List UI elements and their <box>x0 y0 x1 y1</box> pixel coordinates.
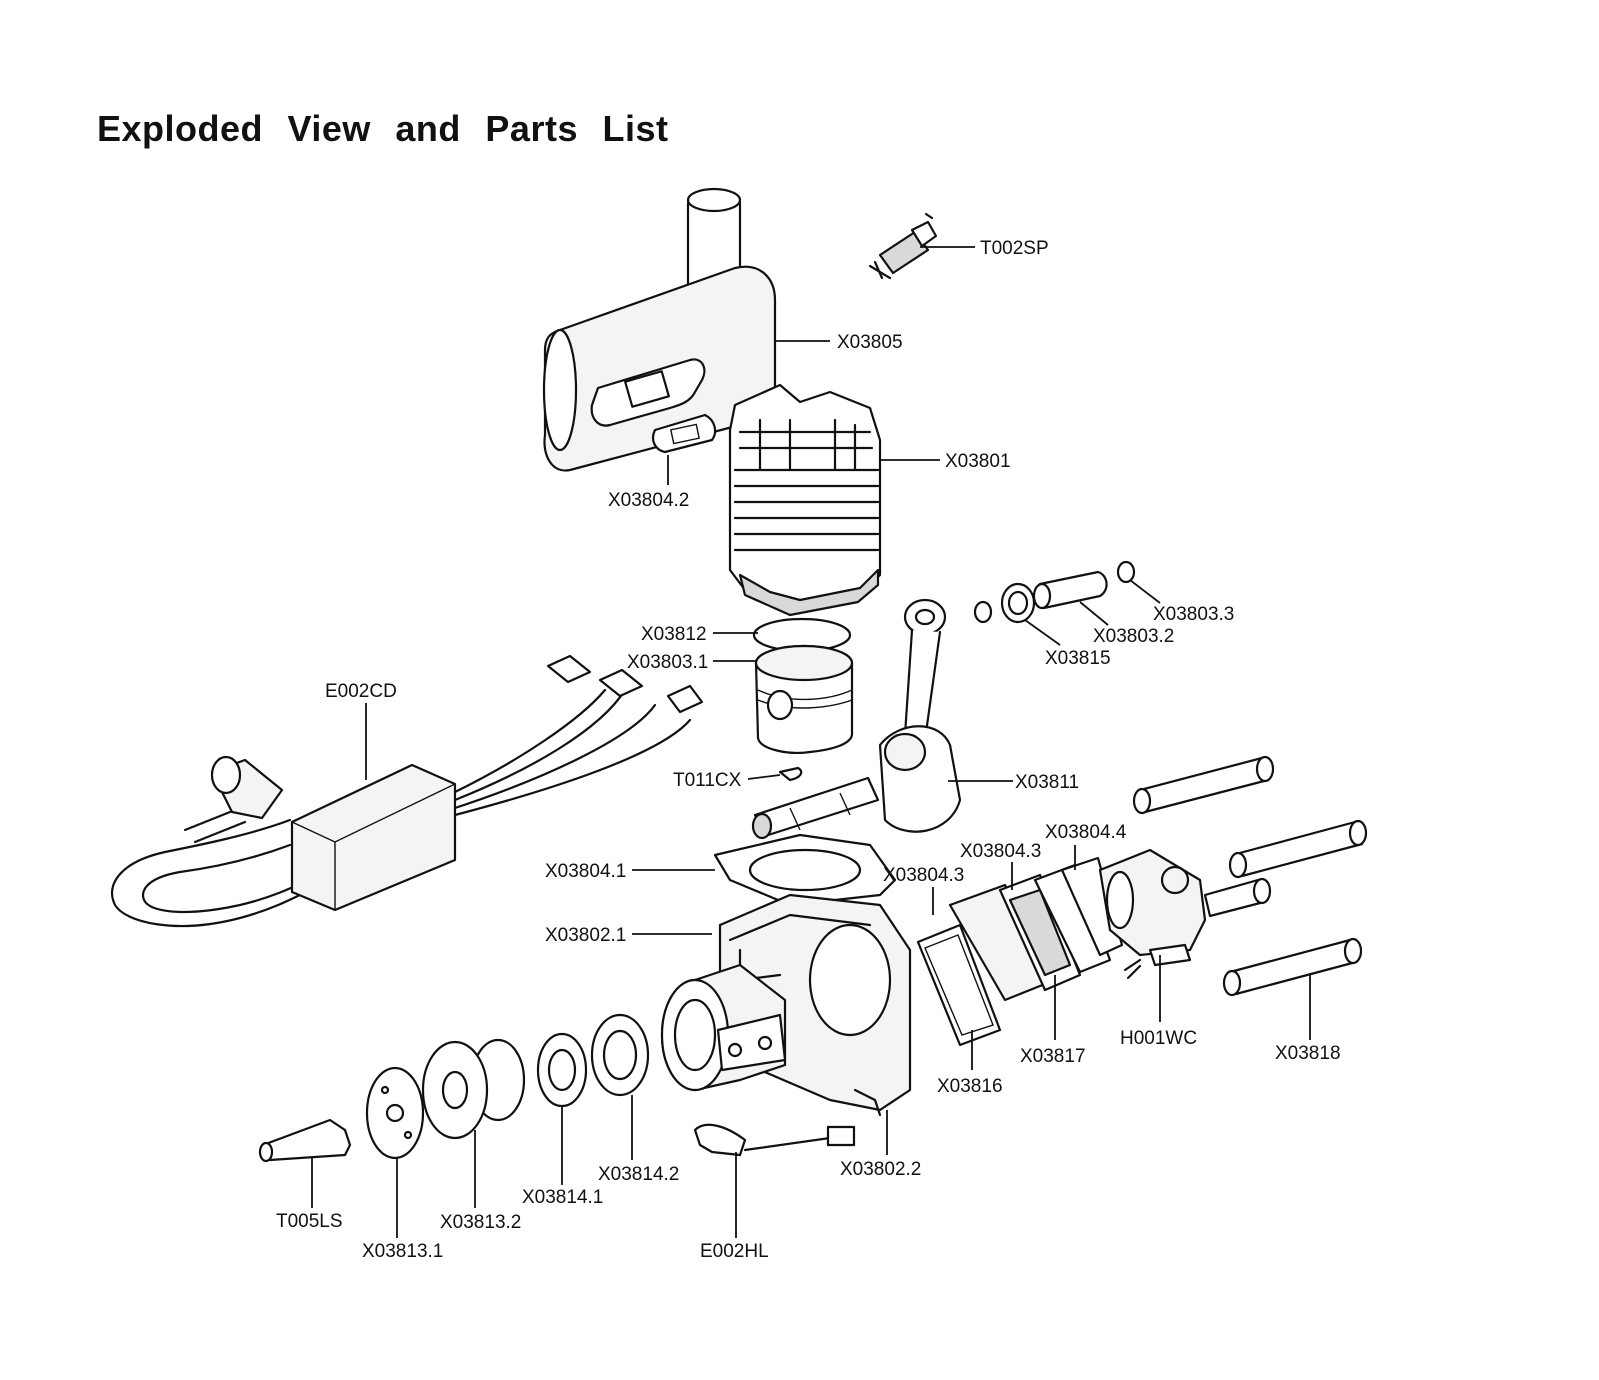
label-ignition-module: E002CD <box>325 681 397 702</box>
label-prop-hub: X03813.2 <box>440 1212 521 1233</box>
intake-drawing <box>916 856 1124 1047</box>
label-hall-sensor: E002HL <box>700 1241 769 1262</box>
part-labels: T002SP X03805 X03801 X03804.2 X03803.3 X… <box>276 238 1341 1262</box>
label-bearing-rear: X03814.2 <box>598 1164 679 1185</box>
cylinder-drawing <box>728 383 882 617</box>
label-muffler: X03805 <box>837 332 903 353</box>
label-prop-washer: X03813.1 <box>362 1241 443 1262</box>
prop-hub-drawing <box>258 1038 526 1163</box>
label-cylinder: X03801 <box>945 451 1011 472</box>
standoffs-drawing <box>1132 755 1368 997</box>
piston-drawing <box>752 617 854 754</box>
hall-sensor-drawing <box>693 1123 856 1157</box>
label-crankcase-front: X03802.1 <box>545 925 626 946</box>
label-spark-plug: T002SP <box>980 238 1049 259</box>
piston-pin-drawing <box>973 560 1136 624</box>
label-needle-bearing: X03815 <box>1045 648 1111 669</box>
label-crankcase-rear: X03802.2 <box>840 1159 921 1180</box>
label-carburetor-gasket: X03804.4 <box>1045 822 1127 843</box>
label-piston-pin: X03803.2 <box>1093 626 1174 647</box>
label-woodruff-key: T011CX <box>673 770 742 791</box>
crankcase-drawing <box>660 893 912 1117</box>
ignition-module-drawing <box>110 654 704 928</box>
label-intake-gasket-lower: X03804.3 <box>883 865 964 886</box>
label-intake-manifold: X03816 <box>937 1076 1003 1097</box>
label-mounting-standoff: X03818 <box>1275 1043 1341 1064</box>
label-circlip: X03803.3 <box>1153 604 1234 625</box>
woodruff-key-drawing <box>778 766 803 782</box>
cylinder-base-gasket-drawing <box>713 833 897 907</box>
crankshaft-drawing <box>751 598 962 840</box>
label-exhaust-gasket: X03804.2 <box>608 490 689 511</box>
label-piston-ring: X03812 <box>641 624 707 645</box>
carburetor-drawing <box>1098 848 1207 980</box>
leader-lines <box>311 246 1311 1238</box>
label-reed-valve: X03817 <box>1020 1046 1086 1067</box>
label-bearing-front: X03814.1 <box>522 1187 603 1208</box>
label-cylinder-base-gasket: X03804.1 <box>545 861 626 882</box>
label-carburetor: H001WC <box>1120 1028 1197 1049</box>
page-title: Exploded View and Parts List <box>97 108 669 149</box>
label-piston: X03803.1 <box>627 652 708 673</box>
label-prop-bolt: T005LS <box>276 1211 343 1232</box>
spark-plug-drawing <box>868 212 938 280</box>
label-crankshaft: X03811 <box>1015 772 1079 793</box>
bearings-drawing <box>536 1013 650 1108</box>
label-intake-gasket-upper: X03804.3 <box>960 841 1041 862</box>
exhaust-gasket-drawing <box>651 413 717 454</box>
